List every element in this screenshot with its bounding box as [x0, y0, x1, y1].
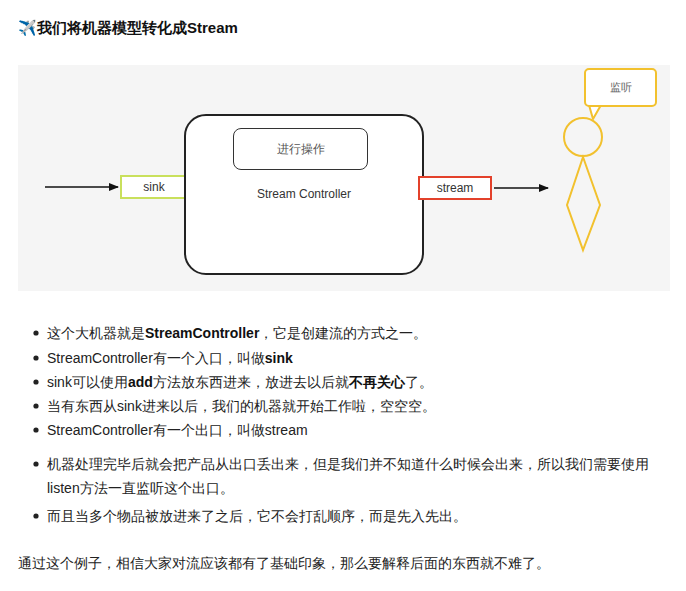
bold-text: 不再关心: [349, 374, 405, 390]
bullet-item: 这个大机器就是StreamController，它是创建流的方式之一。: [47, 321, 666, 345]
speech-bubble: 监听: [584, 68, 657, 107]
input-arrow: [45, 186, 118, 187]
bullet-item: sink可以使用add方法放东西进来，放进去以后就不再关心了。: [47, 370, 666, 394]
body-text: 当有东西从sink进来以后，我们的机器就开始工作啦，空空空。: [47, 398, 436, 414]
body-text: StreamController有一个出口，叫做stream: [47, 422, 308, 438]
bullet-dot: [33, 513, 38, 518]
body-text: ，它是创建流的方式之一。: [259, 325, 427, 341]
bullet-dot: [33, 427, 38, 432]
body-text: 机器处理完毕后就会把产品从出口丢出来，但是我们并不知道什么时候会出来，所以我们需…: [47, 456, 649, 496]
bullet-item: StreamController有一个入口，叫做sink: [47, 346, 666, 370]
bold-text: add: [128, 374, 153, 390]
node-label: Stream Controller: [186, 187, 422, 201]
bullet-item: 而且当多个物品被放进来了之后，它不会打乱顺序，而是先入先出。: [47, 504, 666, 528]
person-head: [564, 118, 602, 156]
node-label: sink: [143, 180, 164, 194]
body-text: 这个大机器就是: [47, 325, 145, 341]
output-arrow: [494, 187, 548, 188]
bullet-item: 机器处理完毕后就会把产品从出口丢出来，但是我们并不知道什么时候会出来，所以我们需…: [47, 452, 666, 500]
bullet-item: 当有东西从sink进来以后，我们的机器就开始工作啦，空空空。: [47, 394, 666, 418]
body-text: StreamController有一个入口，叫做: [47, 350, 265, 366]
bullet-dot: [33, 403, 38, 408]
bold-text: sink: [265, 350, 293, 366]
bullet-dot: [33, 379, 38, 384]
diagram-background: [18, 65, 670, 291]
body-text: 了。: [405, 374, 433, 390]
person-body: [567, 157, 600, 250]
controller-box: Stream Controller 进行操作: [184, 114, 424, 275]
body-text: 而且当多个物品被放进来了之后，它不会打乱顺序，而是先入先出。: [47, 508, 467, 524]
body-text: 通过这个例子，相信大家对流应该都有了基础印象，那么要解释后面的东西就不难了。: [18, 555, 550, 571]
page-title: ✈️我们将机器模型转化成Stream: [18, 19, 238, 38]
bold-text: StreamController: [145, 325, 259, 341]
bullet-dot: [33, 330, 38, 335]
node-label: 监听: [610, 80, 632, 95]
stream-box: stream: [418, 176, 492, 200]
paragraph: 通过这个例子，相信大家对流应该都有了基础印象，那么要解释后面的东西就不难了。: [18, 551, 666, 575]
bubble-tail: [589, 105, 601, 119]
bullet-dot: [33, 355, 38, 360]
sink-box: sink: [120, 175, 188, 199]
bullet-item: StreamController有一个出口，叫做stream: [47, 418, 666, 442]
body-text: sink可以使用: [47, 374, 128, 390]
body-text: 方法放东西进来，放进去以后就: [153, 374, 349, 390]
operation-box: 进行操作: [233, 128, 368, 170]
bullet-dot: [33, 461, 38, 466]
node-label: 进行操作: [277, 141, 325, 158]
node-label: stream: [437, 181, 474, 195]
